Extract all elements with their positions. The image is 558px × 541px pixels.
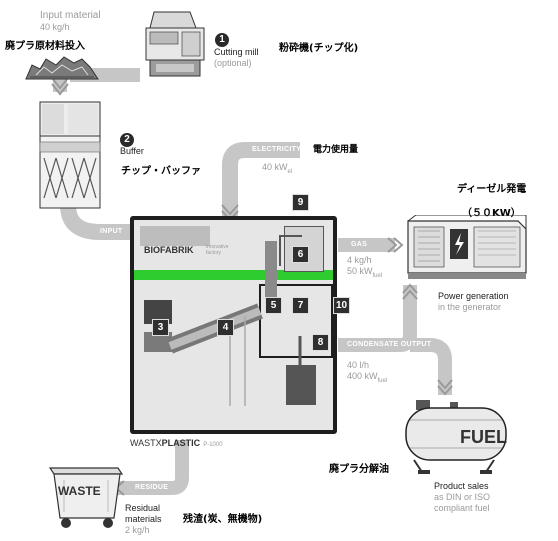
machine-residue-box bbox=[144, 332, 172, 352]
machine-model-prefix: WASTX bbox=[130, 438, 162, 448]
input-flow-label: INPUT bbox=[100, 228, 123, 235]
cutting-mill-jp-label: 粉砕機(チップ化) bbox=[279, 43, 359, 54]
fuel-line2: as DIN or ISO bbox=[434, 492, 491, 502]
machine-hopper bbox=[140, 226, 210, 246]
gas-power: 50 kW bbox=[347, 266, 373, 276]
condensate-rate: 40 l/h bbox=[347, 360, 370, 370]
machine-brand: BIOFABRIK bbox=[144, 245, 194, 255]
gas-flow-label: GAS bbox=[351, 241, 368, 248]
electricity-flow-label: ELECTRICITY bbox=[252, 146, 302, 153]
machine-callout-9: 9 bbox=[292, 194, 309, 211]
machine-brand-sub2: factory bbox=[206, 250, 222, 256]
gas-power-wrap: 50 kWfuel bbox=[347, 267, 382, 279]
waste-bin-icon bbox=[48, 467, 124, 528]
fuel-tank-icon bbox=[405, 400, 507, 474]
generator-subtitle: in the generator bbox=[438, 302, 502, 312]
residue-title: Residual bbox=[125, 503, 161, 513]
cutting-mill-callout: 1 bbox=[215, 33, 229, 47]
machine-piping bbox=[167, 235, 302, 406]
machine-callout-3: 3 bbox=[152, 319, 169, 336]
residue-flow-label: RESIDUE bbox=[135, 484, 169, 491]
buffer-jp-label: チップ・バッファ bbox=[121, 166, 201, 177]
gas-power-subscript: fuel bbox=[372, 272, 383, 279]
generator-jp-capacity: （５０KW） bbox=[462, 208, 521, 219]
condensate-flow-arrow bbox=[338, 283, 453, 396]
electricity-value: 40 kW bbox=[262, 162, 288, 172]
input-material-rate: 40 kg/h bbox=[40, 22, 70, 32]
fuel-jp-label: 廃プラ分解油 bbox=[329, 464, 389, 475]
plastic-scrap-pile-icon bbox=[25, 56, 99, 80]
machine-condenser bbox=[286, 365, 316, 405]
residue-jp-label: 残渣(炭、無機物) bbox=[183, 514, 263, 525]
buffer-title: Buffer bbox=[120, 146, 144, 156]
machine-callout-10: 10 bbox=[333, 297, 350, 314]
machine-callout-7: 7 bbox=[292, 297, 309, 314]
machine-callout-5: 5 bbox=[265, 297, 282, 314]
fuel-line3: compliant fuel bbox=[434, 503, 490, 513]
generator-title: Power generation bbox=[438, 291, 509, 301]
electricity-value-wrap: 40 kWel bbox=[262, 163, 292, 175]
electricity-flow-arrow bbox=[221, 142, 300, 222]
machine-brand-sub1: innovative bbox=[206, 244, 229, 250]
buffer-silo-icon bbox=[39, 101, 101, 209]
generator-icon bbox=[407, 215, 527, 279]
machine-model-number: P-1000 bbox=[203, 442, 223, 448]
buffer-callout: 2 bbox=[120, 133, 134, 147]
fuel-tank-label: FUEL bbox=[460, 427, 507, 447]
waste-bin-label: WASTE bbox=[58, 484, 101, 498]
generator-jp-label: ディーゼル発電 bbox=[457, 184, 527, 195]
electricity-subscript: el bbox=[287, 168, 293, 175]
machine-callout-8: 8 bbox=[312, 334, 329, 351]
gas-flow-arrow bbox=[338, 237, 404, 253]
machine-callout-6: 6 bbox=[292, 246, 309, 263]
electricity-jp-label: 電力使用量 bbox=[313, 145, 359, 155]
gas-rate: 4 kg/h bbox=[347, 255, 372, 265]
cutting-mill-icon bbox=[145, 11, 205, 77]
machine-model-name: PLASTIC bbox=[161, 438, 201, 448]
machine-reactor-frame bbox=[259, 284, 333, 358]
cutting-mill-note: (optional) bbox=[214, 58, 252, 68]
condensate-flow-label: CONDENSATE OUTPUT bbox=[347, 341, 432, 348]
condensate-power-wrap: 400 kWfuel bbox=[347, 372, 387, 384]
machine-callout-4: 4 bbox=[217, 319, 234, 336]
cutting-mill-title: Cutting mill bbox=[214, 47, 259, 57]
fuel-title: Product sales bbox=[434, 481, 489, 491]
input-material-title: Input material bbox=[40, 10, 101, 21]
input-material-jp-label: 廃プラ原材料投入 bbox=[5, 41, 85, 52]
residue-title2: materials bbox=[125, 514, 162, 524]
residue-rate: 2 kg/h bbox=[125, 525, 150, 535]
highlight-band bbox=[134, 270, 333, 280]
condensate-power-subscript: fuel bbox=[377, 377, 388, 384]
condensate-power: 400 kW bbox=[347, 371, 378, 381]
